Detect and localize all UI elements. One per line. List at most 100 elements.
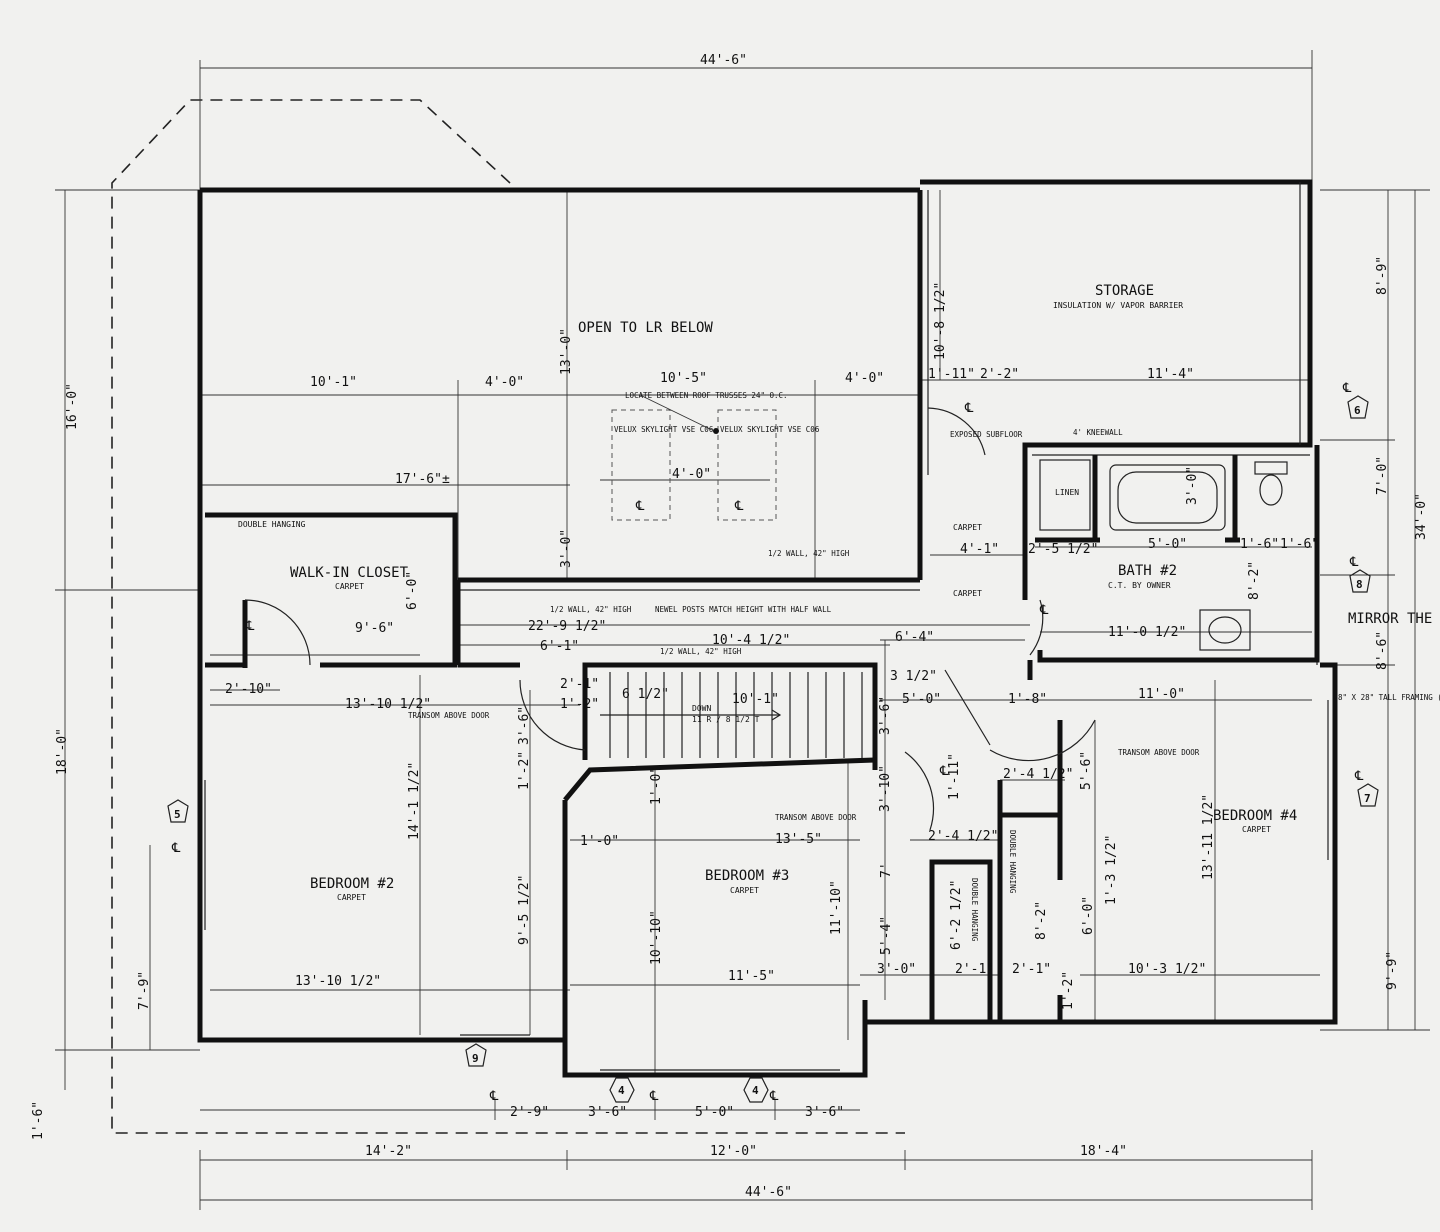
dimension-label: 18'-0" [55,728,70,775]
dimension-label: 3'-6" [878,696,893,735]
dimension-label: 5'-4" [879,916,894,955]
dimension-label: 7'-0" [1375,456,1390,495]
bedroom3-floor: CARPET [730,886,759,895]
dimension-label: 8'-9" [1375,256,1390,295]
dimension-label: 6 1/2" [622,687,669,702]
dimension-label: 2'-1" [1012,962,1051,977]
dimension-label: 9'-5 1/2" [517,875,532,945]
dimension-label: 1'-6" [1280,537,1319,552]
dimension-label: 3'-6" [517,706,532,745]
dimension-label: 9'-9" [1385,951,1400,990]
tag-5: 5 [174,808,181,821]
dimension-label: 17'-6"± [395,472,450,487]
bath2-label: BATH #2 [1118,563,1177,579]
dimension-label: 1'-3 1/2" [1104,835,1119,905]
dimension-label: 13'-5" [775,832,822,847]
dimension-label: 1'-2" [517,751,532,790]
centerline-symbol: ℄ [964,401,974,416]
dimension-label: 7'-9" [137,971,152,1010]
dimension-label: 44'-6" [700,53,747,68]
dimension-label: 1'-6" [1240,537,1279,552]
skylight-b-label: VELUX SKYLIGHT VSE C06 [720,425,820,434]
dimension-label: 11'-4" [1147,367,1194,382]
dimension-label: 16'-0" [65,383,80,430]
double-hanging-label-3: DOUBLE HANGING [970,878,979,942]
dimension-label: 10'-10" [649,910,664,965]
dimension-label: 5'-6" [1079,751,1094,790]
dimension-label: 2'-4 1/2" [1003,767,1073,782]
dimension-label: 3'-6" [805,1105,844,1120]
dimension-label: 10'-8 1/2" [933,282,948,360]
bedroom4-label: BEDROOM #4 [1213,808,1297,824]
centerline-symbol: ℄ [734,499,744,514]
half-wall-label-2: 1/2 WALL, 42" HIGH [550,605,632,614]
dimension-label: 11'-0" [1138,687,1185,702]
stair-treads [600,672,863,758]
dimension-label: 13'-10 1/2" [295,974,381,989]
dimension-label: 3'-10" [878,765,893,812]
dimension-label: 1'-11" [928,367,975,382]
dimension-label: 1'-11" [947,753,962,800]
door-swings [244,407,1096,831]
dimension-label: 11'-10" [829,880,844,935]
transom-note-1: TRANSOM ABOVE DOOR [408,711,490,720]
truss-note: LOCATE BETWEEN ROOF TRUSSES 24" O.C. [625,391,788,400]
stair-down-label: DOWN [692,704,711,713]
bedroom3-label: BEDROOM #3 [705,868,789,884]
transom-note-2: TRANSOM ABOVE DOOR [775,813,857,822]
dimension-label: 14'-1 1/2" [407,762,422,840]
dimension-lines [55,50,1430,1210]
centerline-symbol: ℄ [769,1089,779,1104]
centerline-symbol: ℄ [1039,603,1049,618]
dimension-label: 18'-4" [1080,1144,1127,1159]
tag-9: 9 [472,1052,479,1065]
tag-8: 8 [1356,578,1363,591]
centerline-symbol: ℄ [171,841,181,856]
dimension-label: 13'-0" [559,328,574,375]
dimension-label: 8'-6" [1375,631,1390,670]
dimension-label: 4'-0" [672,467,711,482]
bedroom2-floor: CARPET [337,893,366,902]
dimension-label: 9'-6" [355,621,394,636]
dimension-label: 13'-11 1/2" [1201,794,1216,880]
dimension-label: 5'-0" [695,1105,734,1120]
dimension-label: 5'-0" [902,692,941,707]
storage-label: STORAGE [1095,283,1154,299]
storage-note: INSULATION W/ VAPOR BARRIER [1053,301,1183,310]
dimension-label: 3'-6" [588,1105,627,1120]
exposed-subfloor-label: EXPOSED SUBFLOOR [950,430,1023,439]
carpet-hall-label: CARPET [953,523,982,532]
kneewall-label: 4' KNEEWALL [1073,428,1123,437]
notes: DOUBLE HANGING CARPET CARPET MIRROR THE … [238,391,1440,942]
stair-risers-label: 11 R / 8 1/2 T [692,715,760,724]
newel-posts-note: NEWEL POSTS MATCH HEIGHT WITH HALF WALL [655,605,832,614]
centerline-symbol: ℄ [635,499,645,514]
dimension-label: 8'-2" [1034,901,1049,940]
dimension-label: 6'-4" [895,630,934,645]
windows [204,700,1329,1071]
framing-note: 8" X 28" TALL FRAMING (FOR FUTURE MEDICI… [1338,693,1440,702]
dimension-label: 7' [879,862,894,878]
room-labels: OPEN TO LR BELOW STORAGE INSULATION W/ V… [290,283,1297,902]
window-tags: 4 4 5 6 7 8 9 [167,395,1379,1103]
tag-4a: 4 [618,1084,625,1097]
dimension-label: 3'-0" [1185,466,1200,505]
centerline-symbol: ℄ [1354,769,1364,784]
walk-in-closet-label: WALK-IN CLOSET [290,565,409,581]
dimension-label: 14'-2" [365,1144,412,1159]
dimension-label: 34'-0" [1414,493,1429,540]
walk-in-closet-floor: CARPET [335,582,364,591]
dimension-label: 11'-0 1/2" [1108,625,1186,640]
skylights [611,394,777,521]
tag-6: 6 [1354,404,1361,417]
walls [197,179,1338,1078]
dimension-text: 44'-6" 44'-6" 16'-0" 18'-0" 1'-6" 7'-9" … [31,53,1429,1200]
dimension-label: 6'-0" [1081,896,1096,935]
dimension-label: 4'-1" [960,542,999,557]
dimension-label: 1'-0" [649,766,664,805]
bedroom2-label: BEDROOM #2 [310,876,394,892]
dimension-label: 2'-9" [510,1105,549,1120]
dimension-label: 3'-0" [877,962,916,977]
dimension-label: 1'-2" [1061,971,1076,1010]
